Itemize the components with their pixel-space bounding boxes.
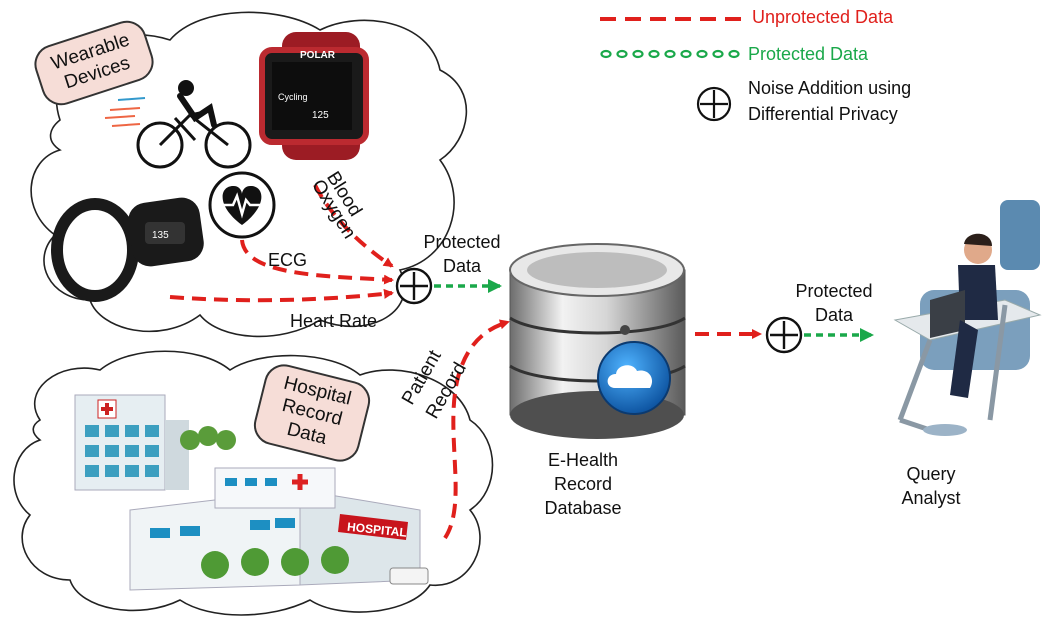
- database-label-line3: Database: [544, 498, 622, 518]
- legend-noise-label-line2: Differential Privacy: [748, 104, 898, 124]
- protected-data-label-2: Protected Data: [784, 279, 884, 327]
- protected-data-label-1: Protected Data: [412, 230, 512, 278]
- main-hospital-icon: HOSPITAL: [129, 467, 429, 591]
- legend-noise-label-line1: Noise Addition using: [748, 78, 912, 98]
- ecg-arrow: [240, 239, 394, 285]
- legend-unprotected-line: [600, 17, 746, 21]
- noise-node-2: [765, 316, 803, 354]
- protected-data-2-line1: Protected: [795, 281, 873, 301]
- band-screen-value: 135: [152, 230, 169, 241]
- query-analyst-line1: Query: [906, 464, 956, 484]
- legend-protected-label: Protected Data: [748, 44, 869, 64]
- database-icon: [509, 243, 686, 439]
- database-label: E-Health Record Database: [518, 448, 648, 520]
- watch-brand: POLAR: [300, 50, 336, 61]
- cyclist-icon: [104, 80, 252, 169]
- hospital-building-icon: [74, 394, 236, 491]
- fitness-band-icon: 135: [51, 197, 204, 302]
- legend-noise-icon: [696, 86, 732, 122]
- blood-oxygen-arrow: [313, 184, 394, 268]
- protected-data-1-line2: Data: [442, 256, 482, 276]
- analyst-icon: [893, 200, 1042, 436]
- legend-unprotected-label: Unprotected Data: [752, 7, 894, 27]
- heart-rate-arrow: [169, 288, 394, 303]
- protected-data-2-line2: Data: [814, 305, 854, 325]
- heart-rate-label: Heart Rate: [290, 311, 378, 331]
- heart-ecg-icon: [208, 171, 276, 239]
- legend-protected-line: [600, 49, 740, 59]
- noise-node-1: [395, 267, 433, 305]
- protected-data-1-line1: Protected: [423, 232, 501, 252]
- database-label-line1: E-Health: [547, 450, 619, 470]
- watch-screen-line2: 125: [312, 110, 329, 121]
- patient-record-arrow: [443, 319, 510, 540]
- ecg-label: ECG: [268, 250, 308, 270]
- query-analyst-line2: Analyst: [901, 488, 961, 508]
- hospital-sign: HOSPITAL: [346, 520, 407, 540]
- database-label-line2: Record: [553, 474, 613, 494]
- watch-screen-line1: Cycling: [278, 92, 308, 102]
- query-analyst-label: Query Analyst: [876, 462, 986, 510]
- polar-watch-icon: POLAR Cycling 125: [259, 32, 369, 160]
